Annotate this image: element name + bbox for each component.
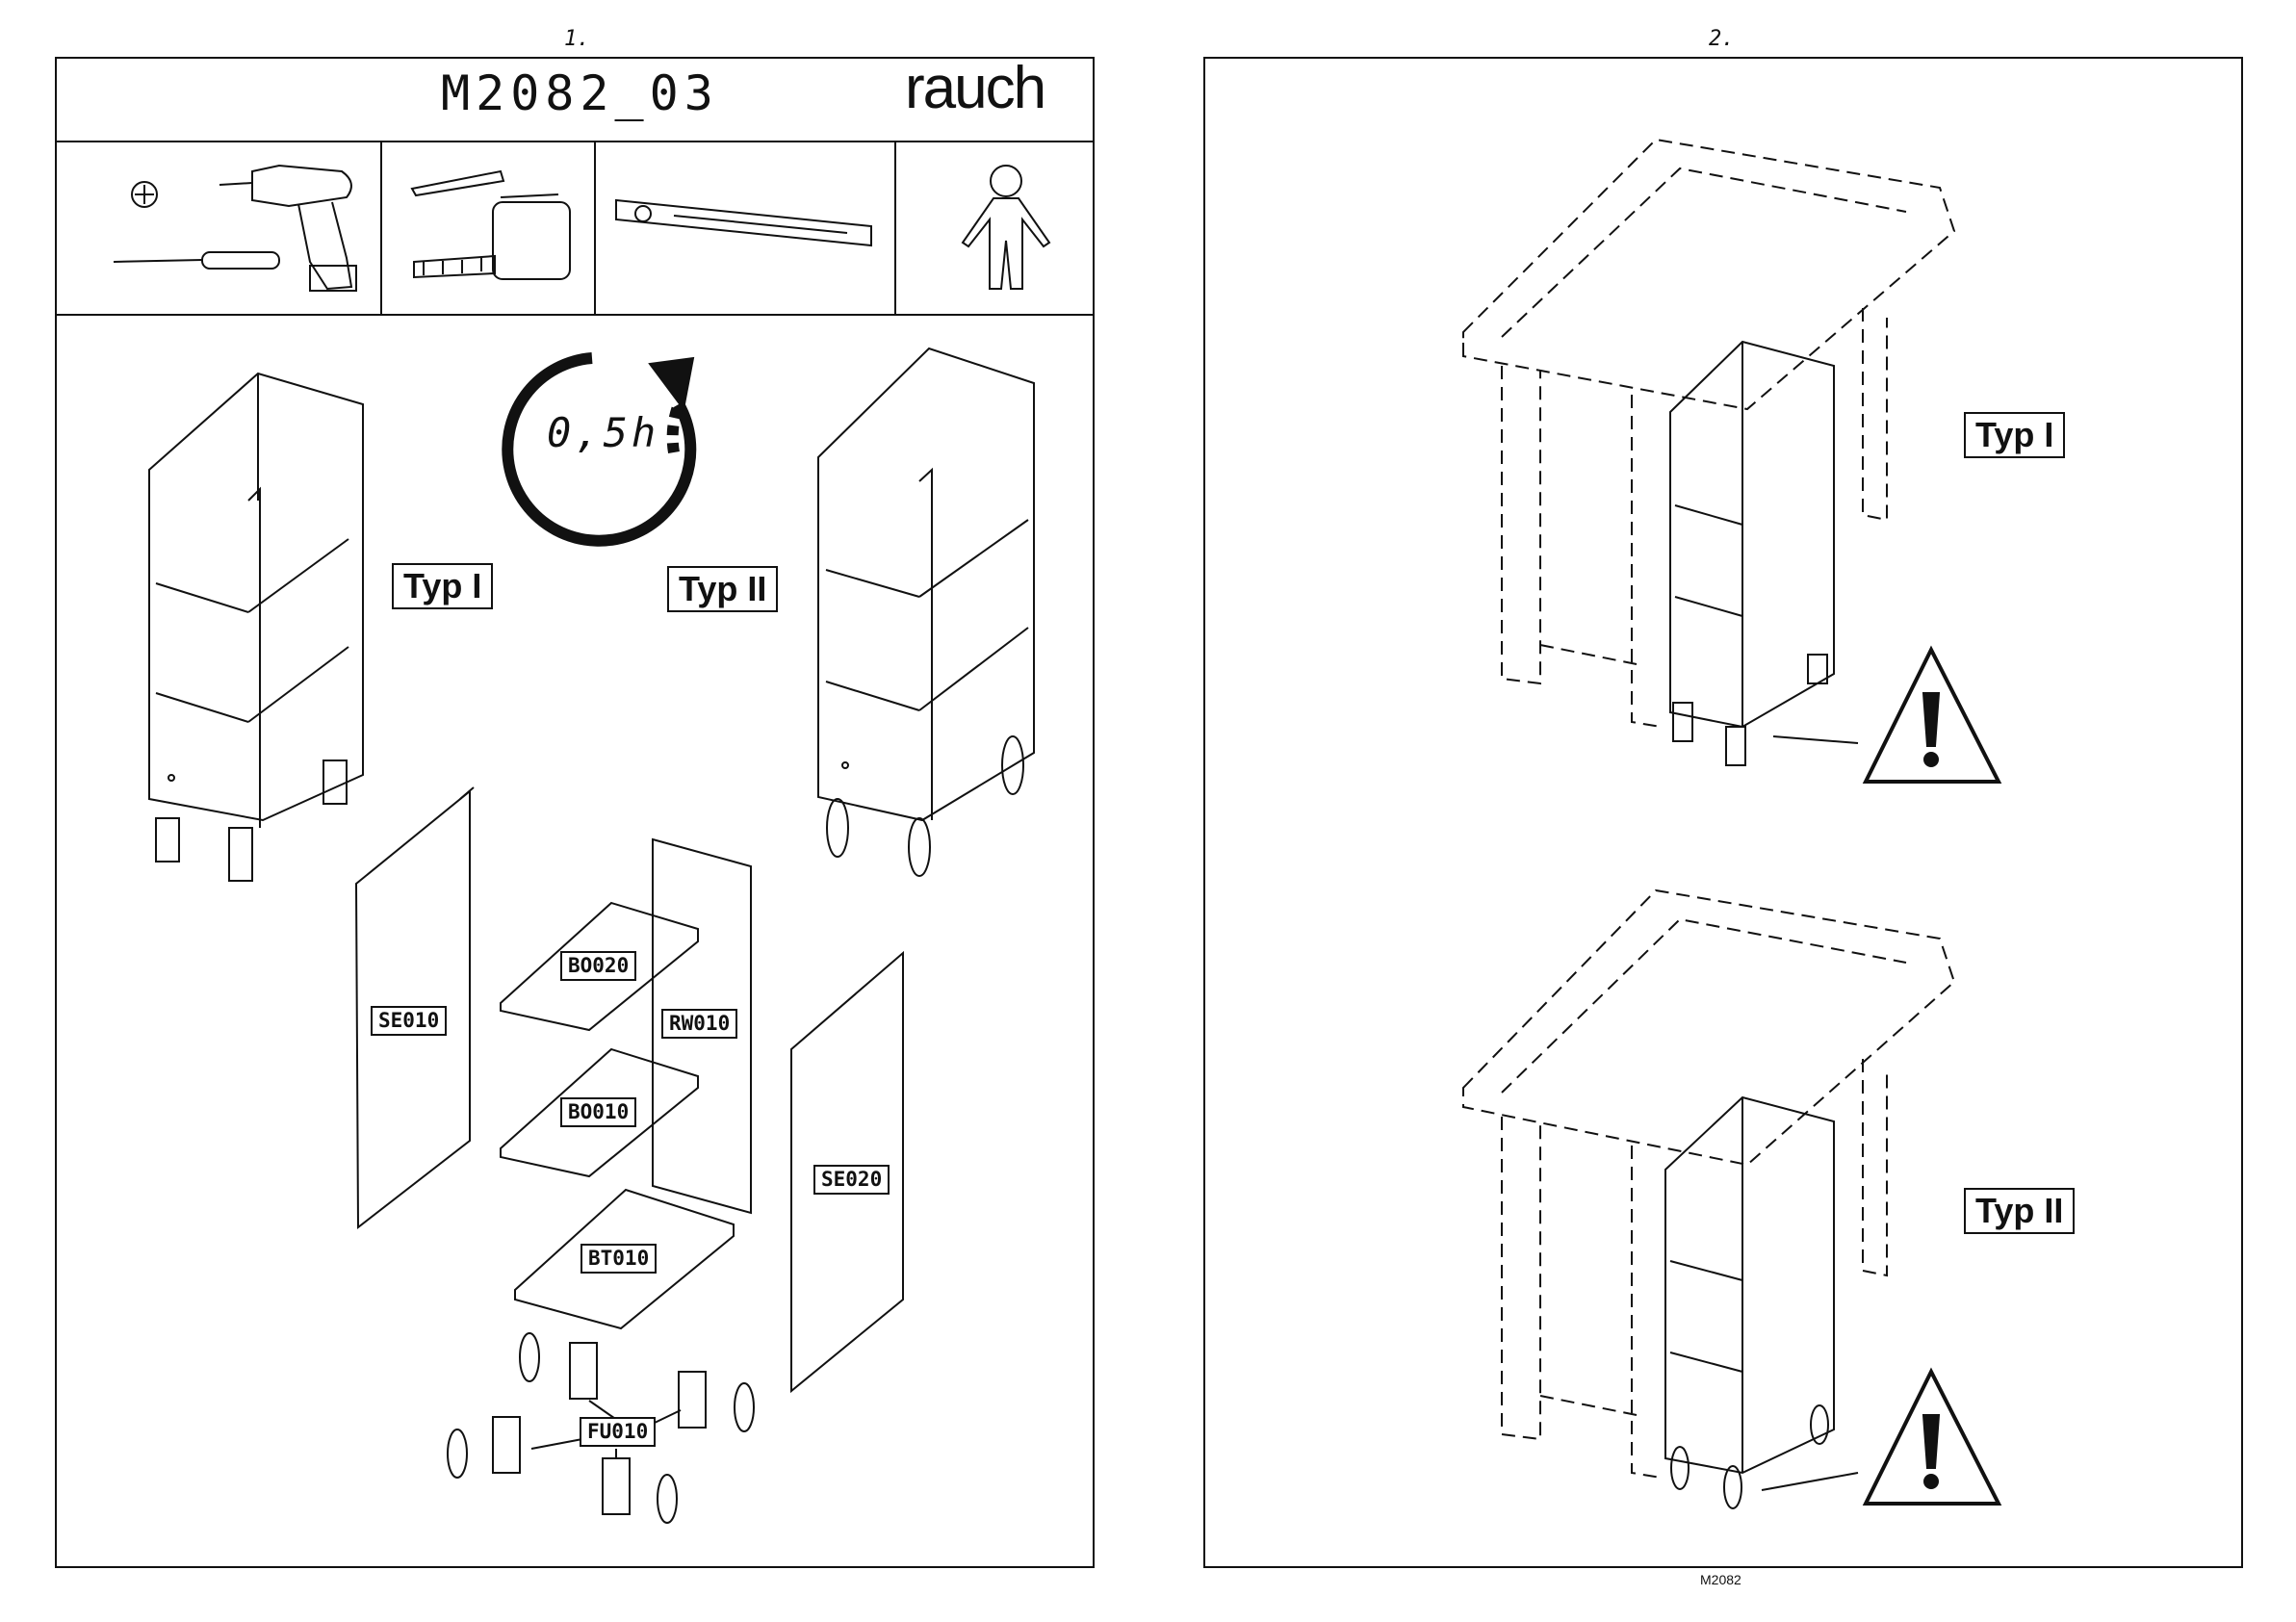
footer-model: M2082 [1700,1572,1741,1587]
